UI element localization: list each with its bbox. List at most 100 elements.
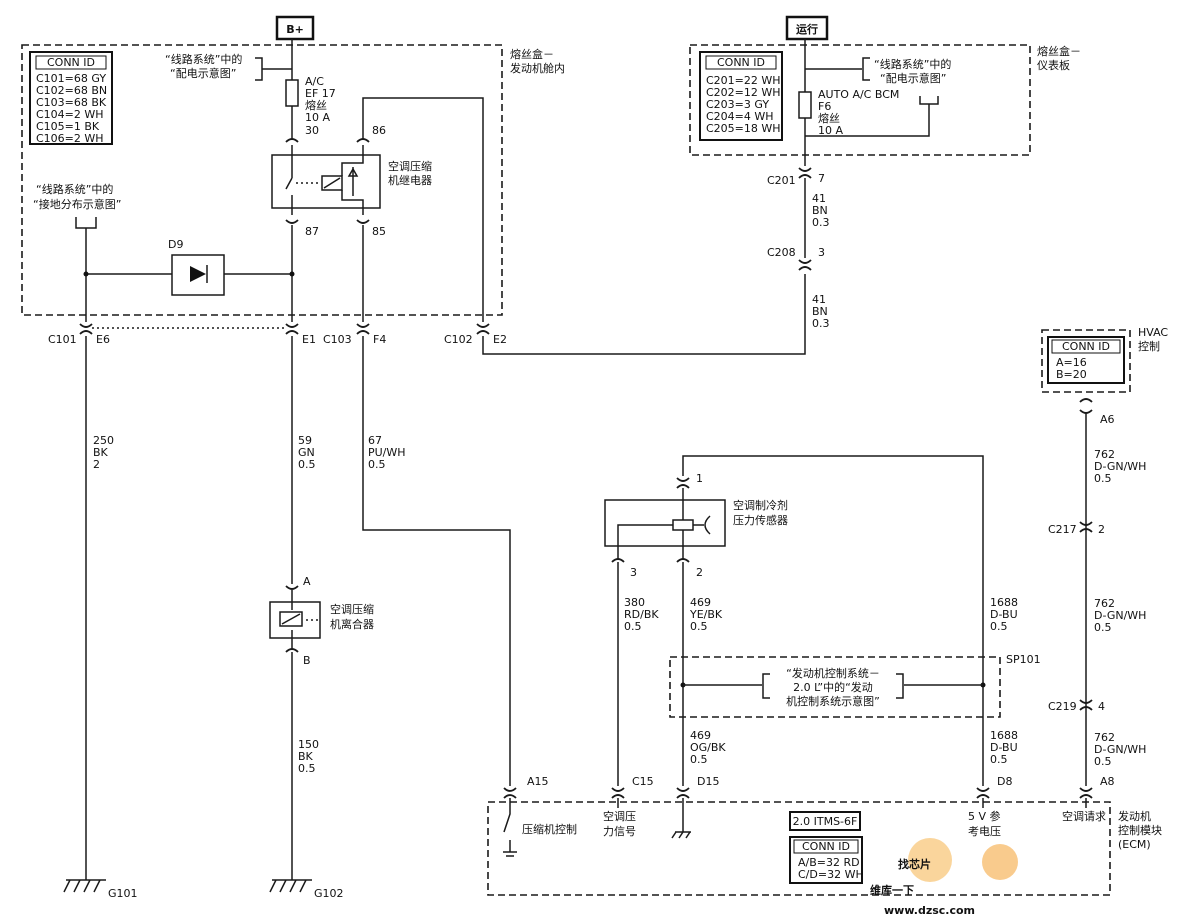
fusebox2-title1: 熔丝盒－ — [1037, 44, 1081, 58]
fusebox2-conn-title: CONN ID — [717, 56, 765, 69]
conn-c217: C217 — [1048, 523, 1077, 536]
hvac-title2: 控制 — [1138, 339, 1160, 353]
wire-762b-size: 0.5 — [1094, 621, 1112, 634]
wire-41a-color: BN — [812, 204, 828, 217]
ecm-engine: 2.0 ITMS-6F — [793, 815, 858, 828]
wire-469b-color: OG/BK — [690, 741, 726, 754]
wire-1688b-num: 1688 — [990, 729, 1018, 742]
wire-67-num: 67 — [368, 434, 382, 447]
bplus-label: B+ — [286, 23, 304, 36]
wire-59-num: 59 — [298, 434, 312, 447]
pin-f4: F4 — [373, 333, 386, 346]
pin-c217: 2 — [1098, 523, 1105, 536]
run-label-box: 运行 — [785, 15, 829, 41]
pin-30: 30 — [305, 124, 319, 137]
wire-469a-size: 0.5 — [690, 620, 708, 633]
pin-86: 86 — [372, 124, 386, 137]
ground-g102-label: G102 — [314, 887, 344, 900]
wire-469b-size: 0.5 — [690, 753, 708, 766]
ecm-pin-d8: D8 — [997, 775, 1012, 788]
wire-150-color: BK — [298, 750, 314, 763]
wire-762a-size: 0.5 — [1094, 472, 1112, 485]
fusebox1-conn-table: CONN ID C101=68 GY C102=68 BN C103=68 BK… — [29, 51, 113, 145]
sensor-pin2: 2 — [696, 566, 703, 579]
fusebox1-title2: 发动机舱内 — [510, 61, 565, 75]
conn-c101: C101 — [48, 333, 77, 346]
wire-150-size: 0.5 — [298, 762, 316, 775]
ref1-line2: “配电示意图” — [170, 66, 236, 80]
ground-g101: G101 — [63, 879, 138, 900]
clutch-label1: 空调压缩 — [330, 602, 374, 616]
ecm-title1: 发动机 — [1118, 809, 1151, 823]
wire-150-num: 150 — [298, 738, 319, 751]
pin-85: 85 — [372, 225, 386, 238]
conn-entry: C103=68 BK — [36, 96, 107, 109]
fuse-f6-label3: 熔丝 — [818, 111, 840, 125]
fusebox2-title2: 仪表板 — [1037, 58, 1070, 72]
wire-469a-color: YE/BK — [689, 608, 723, 621]
wire-762c-size: 0.5 — [1094, 755, 1112, 768]
wire-1688a-size: 0.5 — [990, 620, 1008, 633]
wire-762b-num: 762 — [1094, 597, 1115, 610]
ecm-title3: (ECM) — [1118, 838, 1151, 851]
fuse-ef17-label3: 熔丝 — [305, 98, 327, 112]
ecm-pin-c15: C15 — [632, 775, 654, 788]
fusebox2-conn-table: CONN ID C201=22 WH C202=12 WH C203=3 GY … — [699, 51, 783, 141]
pin-a6: A6 — [1100, 413, 1115, 426]
fuse-ef17-label1: A/C — [305, 75, 324, 88]
wire-67-color: PU/WH — [368, 446, 406, 459]
conn-entry: C204=4 WH — [706, 110, 774, 123]
conn-entry: C106=2 WH — [36, 132, 104, 145]
splice-ref-line2: 2.0 L”中的“发动 — [793, 680, 873, 694]
conn-entry: C101=68 GY — [36, 72, 106, 85]
fusebox-ip-outline — [689, 44, 1031, 156]
hvac-conn-table: CONN ID A=16 B=20 — [1047, 336, 1125, 384]
ecm-outline — [487, 801, 1111, 896]
wire-762c-num: 762 — [1094, 731, 1115, 744]
pressure-sensor — [604, 499, 726, 547]
conn-entry: C203=3 GY — [706, 98, 769, 111]
ecm-label-ref1: 5 V 参 — [968, 809, 1001, 823]
conn-entry: C/D=32 WH — [798, 868, 864, 881]
diode-d9-label: D9 — [168, 238, 183, 251]
fusebox1-conn-title: CONN ID — [47, 56, 95, 69]
ground-g102: G102 — [269, 879, 344, 900]
wire-762a-color: D-GN/WH — [1094, 460, 1146, 473]
sensor-label2: 压力传感器 — [733, 514, 788, 527]
sensor-pin3: 3 — [630, 566, 637, 579]
fuse-f6-label4: 10 A — [818, 124, 843, 137]
conn-entry: C202=12 WH — [706, 86, 781, 99]
fuse-f6-label2: F6 — [818, 100, 831, 113]
wire-469a-num: 469 — [690, 596, 711, 609]
ecm-pin-row — [503, 787, 1093, 799]
ref2-line2: “接地分布示意图” — [33, 197, 121, 211]
clutch-pin-b: B — [303, 654, 311, 667]
wire-762b-color: D-GN/WH — [1094, 609, 1146, 622]
ecm-conn-title: CONN ID — [802, 840, 850, 853]
sensor-pin1: 1 — [696, 472, 703, 485]
clutch-pin-a: A — [303, 575, 311, 588]
fuse-ef17 — [285, 79, 299, 107]
pin-e1: E1 — [302, 333, 316, 346]
conn-entry: C201=22 WH — [706, 74, 781, 87]
ground-g101-label: G101 — [108, 887, 138, 900]
pin-e6: E6 — [96, 333, 110, 346]
hvac-conn-title: CONN ID — [1062, 340, 1110, 353]
ref2-line1: “线路系统”中的 — [36, 182, 113, 196]
wire-762c-color: D-GN/WH — [1094, 743, 1146, 756]
conn-c219: C219 — [1048, 700, 1077, 713]
conn-entry: C205=18 WH — [706, 122, 781, 135]
wire-380-color: RD/BK — [624, 608, 659, 621]
wire-250-size: 2 — [93, 458, 100, 471]
conn-entry: B=20 — [1056, 368, 1087, 381]
conn-entry: C104=2 WH — [36, 108, 104, 121]
wire-1688b-size: 0.5 — [990, 753, 1008, 766]
conn-entry: C102=68 BN — [36, 84, 107, 97]
fuse-ef17-label4: 10 A — [305, 111, 330, 124]
wire-380-size: 0.5 — [624, 620, 642, 633]
fusebox1-title1: 熔丝盒－ — [510, 47, 554, 61]
ecm-pin-d15: D15 — [697, 775, 719, 788]
wire-41a-num: 41 — [812, 192, 826, 205]
wire-1688a-num: 1688 — [990, 596, 1018, 609]
